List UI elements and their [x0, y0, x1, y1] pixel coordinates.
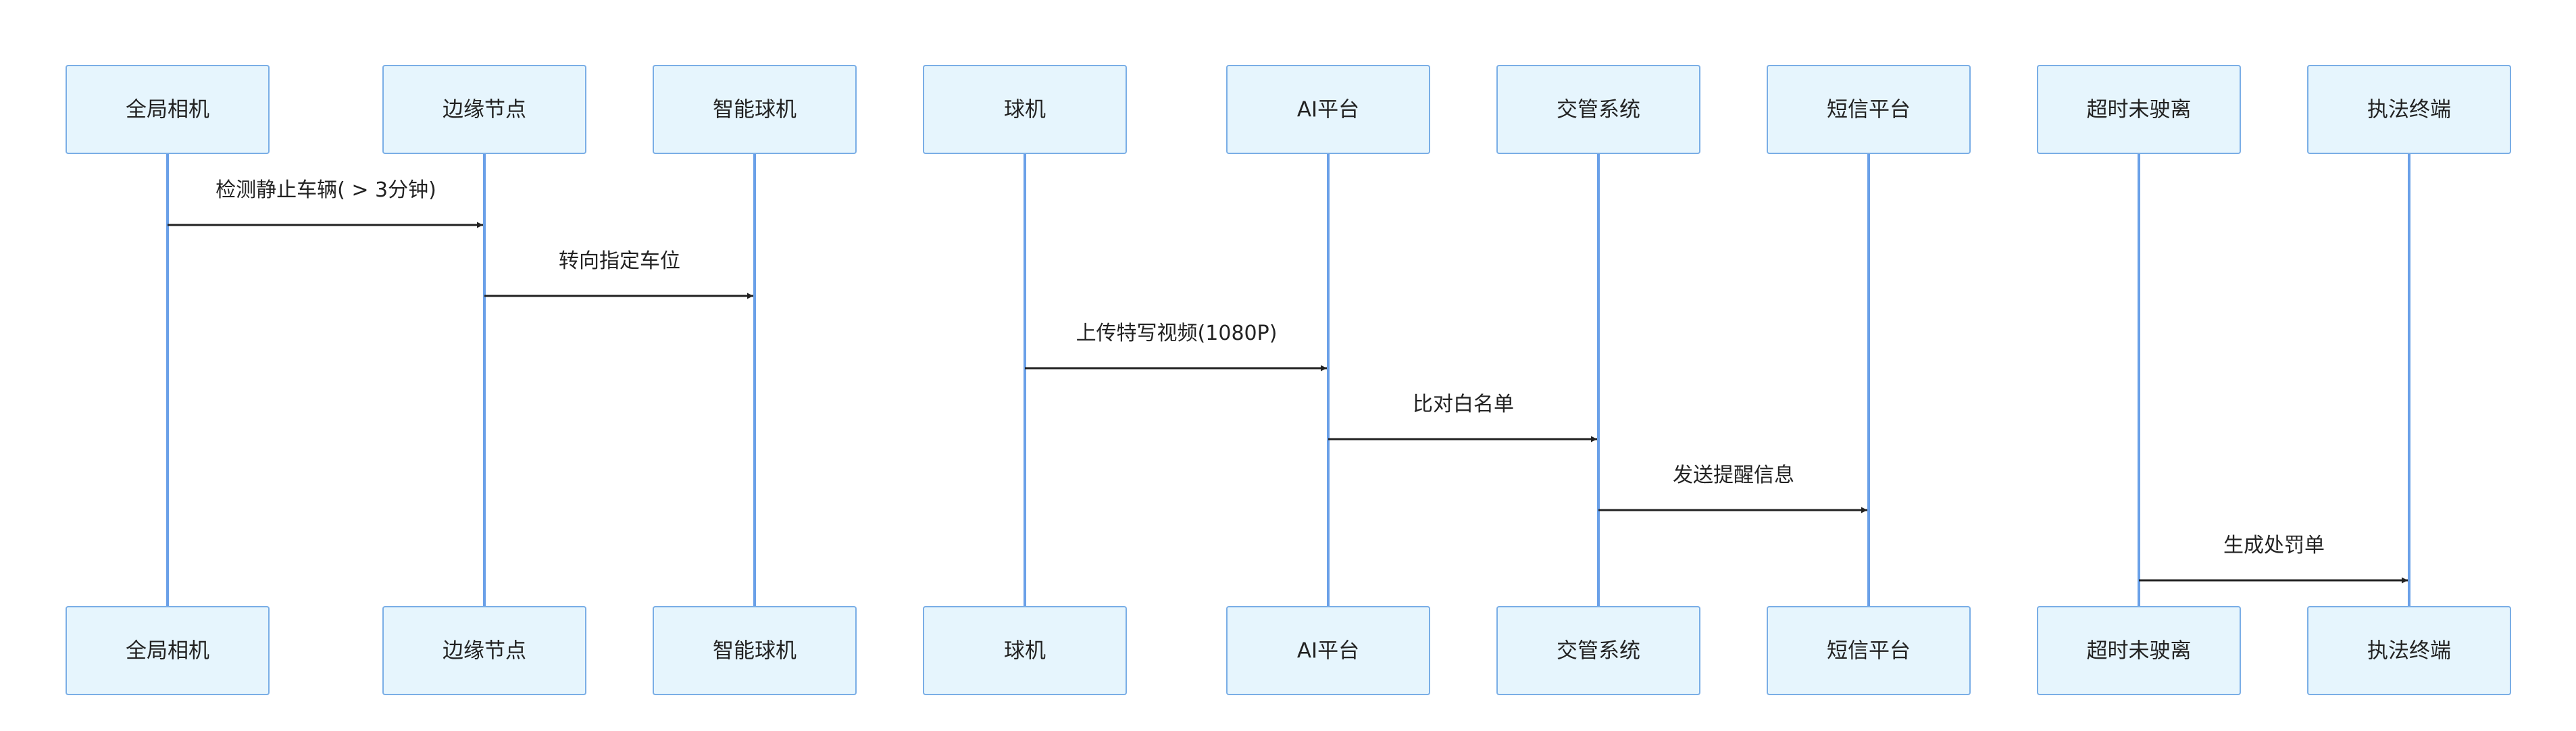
actor-box — [2037, 65, 2241, 154]
actor-box — [923, 606, 1127, 695]
actor-box — [2307, 65, 2511, 154]
actor-ai-platform-top: AI平台 — [1226, 65, 1430, 154]
message-2: 转向指定车位 — [484, 249, 753, 299]
actor-dome-camera-top: 球机 — [923, 65, 1127, 154]
actor-box — [1226, 65, 1430, 154]
actor-smart-dome-camera-bottom: 智能球机 — [653, 606, 857, 695]
actor-box — [1496, 65, 1700, 154]
actor-label: 交管系统 — [1557, 98, 1640, 122]
actor-label: 执法终端 — [2367, 639, 2451, 663]
actor-box — [1767, 606, 1971, 695]
message-6: 生成处罚单 — [2139, 534, 2408, 584]
actor-box — [653, 65, 857, 154]
actor-global-camera-top: 全局相机 — [66, 65, 270, 154]
message-3: 上传特写视频(1080P) — [1025, 322, 1327, 372]
actor-enforcement-terminal-bottom: 执法终端 — [2307, 606, 2511, 695]
actor-box — [653, 606, 857, 695]
actor-ai-platform-bottom: AI平台 — [1226, 606, 1430, 695]
actor-box — [66, 65, 270, 154]
actor-label: 全局相机 — [126, 98, 209, 122]
actor-label: 执法终端 — [2367, 98, 2451, 122]
message-4: 比对白名单 — [1328, 393, 1597, 443]
actor-sms-platform-bottom: 短信平台 — [1767, 606, 1971, 695]
actor-box — [1767, 65, 1971, 154]
message-5: 发送提醒信息 — [1598, 463, 1867, 513]
actor-box — [66, 606, 270, 695]
actors-bottom: 全局相机 边缘节点 智能球机 球机 AI平台 交管系统 短信平台 超时未驶离 执法终端 — [66, 606, 2511, 695]
actor-timeout-not-left-bottom: 超时未驶离 — [2037, 606, 2241, 695]
actor-timeout-not-left-top: 超时未驶离 — [2037, 65, 2241, 154]
lifelines — [166, 153, 2410, 607]
actor-edge-node-bottom: 边缘节点 — [382, 606, 586, 695]
message-label: 检测静止车辆( > 3分钟) — [216, 178, 436, 202]
actor-label: 边缘节点 — [443, 639, 526, 663]
actor-box — [2307, 606, 2511, 695]
actor-global-camera-bottom: 全局相机 — [66, 606, 270, 695]
message-label: 生成处罚单 — [2223, 534, 2325, 557]
actor-smart-dome-camera-top: 智能球机 — [653, 65, 857, 154]
message-label: 比对白名单 — [1413, 393, 1514, 416]
actor-box — [1226, 606, 1430, 695]
message-label: 发送提醒信息 — [1673, 463, 1794, 487]
actor-label: AI平台 — [1297, 639, 1359, 663]
actor-label: 交管系统 — [1557, 639, 1640, 663]
actor-box — [382, 65, 586, 154]
actor-box — [2037, 606, 2241, 695]
actor-box — [923, 65, 1127, 154]
actor-box — [1496, 606, 1700, 695]
actor-traffic-system-bottom: 交管系统 — [1496, 606, 1700, 695]
actor-dome-camera-bottom: 球机 — [923, 606, 1127, 695]
actor-label: AI平台 — [1297, 98, 1359, 122]
actor-label: 全局相机 — [126, 639, 209, 663]
message-label: 上传特写视频(1080P) — [1076, 322, 1278, 345]
actor-sms-platform-top: 短信平台 — [1767, 65, 1971, 154]
actor-label: 球机 — [1004, 98, 1046, 122]
actor-enforcement-terminal-top: 执法终端 — [2307, 65, 2511, 154]
actor-traffic-system-top: 交管系统 — [1496, 65, 1700, 154]
actor-box — [382, 606, 586, 695]
actor-label: 球机 — [1004, 639, 1046, 663]
actor-label: 短信平台 — [1827, 639, 1911, 663]
actors-top: 全局相机 边缘节点 智能球机 球机 AI平台 交管系统 短信平台 超时未驶离 执法终端 — [66, 65, 2511, 154]
actor-label: 短信平台 — [1827, 98, 1911, 122]
actor-edge-node-top: 边缘节点 — [382, 65, 586, 154]
actor-label: 超时未驶离 — [2087, 98, 2192, 122]
message-label: 转向指定车位 — [559, 249, 680, 273]
actor-label: 超时未驶离 — [2087, 639, 2192, 663]
actor-label: 智能球机 — [713, 639, 797, 663]
actor-label: 智能球机 — [713, 98, 797, 122]
message-1: 检测静止车辆( > 3分钟) — [168, 178, 483, 228]
actor-label: 边缘节点 — [443, 98, 526, 122]
